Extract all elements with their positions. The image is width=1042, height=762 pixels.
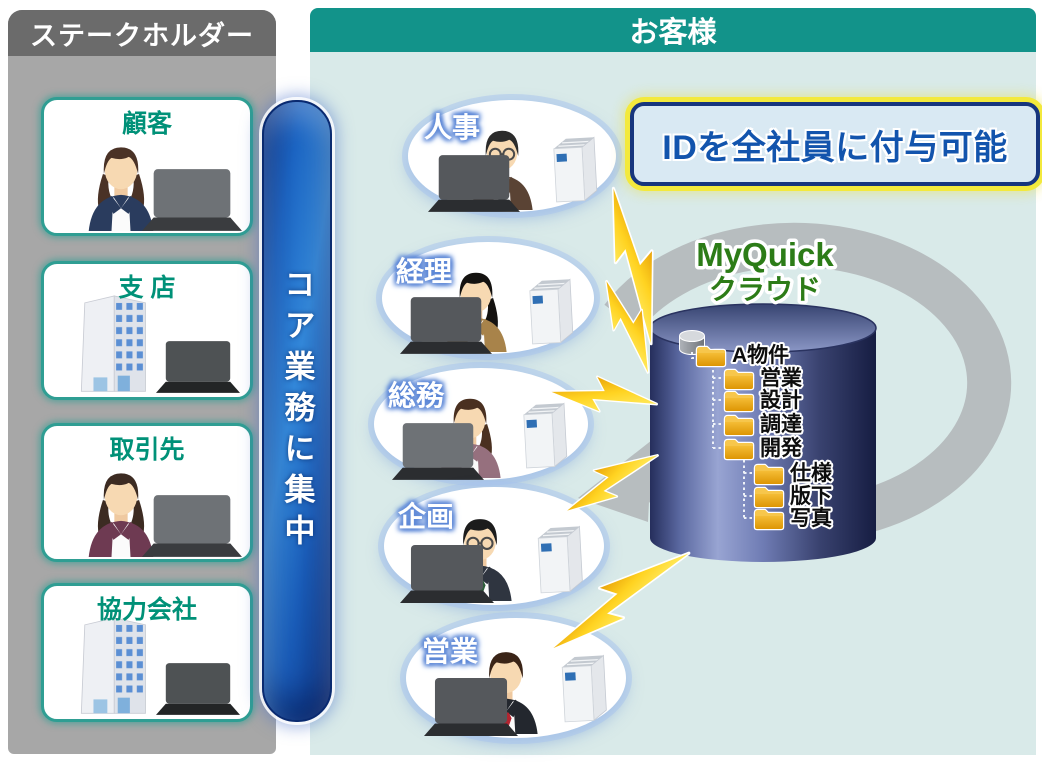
- building-illustration: [80, 295, 146, 392]
- department-ellipse-soumu: 総務: [374, 368, 588, 480]
- stakeholder-panel: ステークホルダー 顧客 支 店 取引先 協力会社: [8, 10, 276, 754]
- laptop-illustration: [142, 169, 242, 231]
- department-ellipse-eigyou: 営業: [406, 618, 626, 738]
- core-business-banner: コア業務に集中: [262, 100, 332, 722]
- binder-icon: [522, 402, 568, 469]
- stakeholder-card-customer: 顧客: [41, 97, 253, 236]
- stakeholder-card-partner: 取引先: [41, 423, 253, 562]
- stakeholder-card-label: 取引先: [109, 436, 185, 464]
- binder-icon: [528, 278, 574, 345]
- binder-icon: [552, 136, 598, 203]
- stakeholder-card-branch: 支 店: [41, 261, 253, 400]
- stakeholder-card-subcontractor: 協力会社: [41, 583, 253, 722]
- customer-panel-title: お客様: [629, 17, 717, 49]
- laptop-illustration: [156, 341, 240, 393]
- laptop-icon: [142, 495, 242, 557]
- laptop-illustration: [156, 663, 240, 715]
- building-illustration: [80, 617, 146, 714]
- department-ellipse-keiri: 経理: [382, 242, 594, 354]
- customer-panel-header: お客様: [310, 8, 1036, 52]
- department-label-keiri: 経理: [396, 256, 453, 287]
- laptop-illustration: [392, 423, 484, 480]
- id-callout-text: IDを全社員に付与可能: [662, 128, 1008, 167]
- laptop-icon: [392, 423, 484, 480]
- stakeholder-panel-header: ステークホルダー: [8, 10, 276, 56]
- stakeholder-panel-title: ステークホルダー: [30, 20, 254, 51]
- laptop-illustration: [428, 155, 520, 212]
- stakeholder-card-label: 顧客: [121, 110, 172, 138]
- laptop-icon: [400, 297, 492, 354]
- department-label-jinji: 人事: [424, 112, 481, 143]
- department-label-kikaku: 企画: [398, 501, 455, 532]
- laptop-icon: [400, 545, 494, 603]
- department-label-eigyou: 営業: [422, 636, 479, 667]
- laptop-icon: [424, 678, 518, 736]
- binder-icon: [561, 654, 608, 723]
- binder-illustration: [552, 136, 598, 203]
- laptop-illustration: [142, 495, 242, 557]
- department-ellipse-kikaku: 企画: [384, 487, 604, 605]
- stakeholder-card-label: 協力会社: [96, 596, 197, 624]
- department-ellipse-jinji: 人事: [408, 100, 616, 212]
- id-callout: IDを全社員に付与可能: [630, 102, 1040, 186]
- core-business-banner-text: コア業務に集中: [279, 267, 315, 555]
- binder-illustration: [561, 654, 608, 723]
- building-icon: [80, 295, 146, 392]
- laptop-illustration: [400, 545, 494, 603]
- laptop-icon: [156, 341, 240, 393]
- binder-illustration: [528, 278, 574, 345]
- building-icon: [80, 617, 146, 714]
- binder-illustration: [537, 525, 584, 594]
- laptop-icon: [142, 169, 242, 231]
- department-label-soumu: 総務: [388, 380, 445, 411]
- laptop-illustration: [400, 297, 492, 354]
- binder-icon: [537, 525, 584, 594]
- laptop-icon: [156, 663, 240, 715]
- laptop-icon: [428, 155, 520, 212]
- binder-illustration: [522, 402, 568, 469]
- stakeholder-card-label: 支 店: [118, 274, 176, 302]
- laptop-illustration: [424, 678, 518, 736]
